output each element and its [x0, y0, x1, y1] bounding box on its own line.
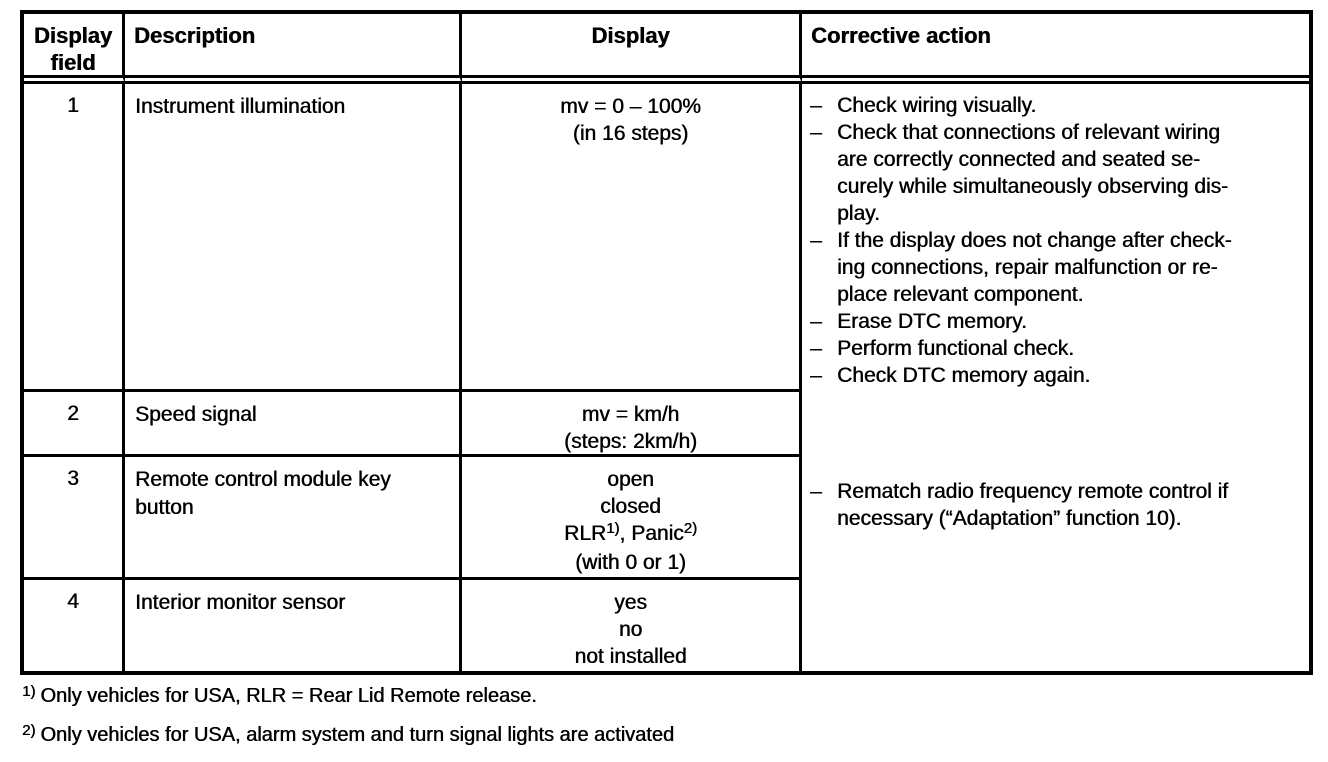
corrective-item-1: – Check wiring visually.	[810, 92, 1303, 119]
header-description-label: Description	[134, 23, 256, 48]
row-3-display-line-2: closed	[600, 495, 661, 518]
row-3-display-line-4: (with 0 or 1)	[575, 551, 686, 574]
corrective-item-6-text: Check DTC memory again.	[837, 362, 1303, 389]
row-3-display: open closed RLR1), Panic2) (with 0 or 1)	[462, 457, 802, 580]
dash-bullet: –	[810, 480, 822, 503]
header-display: Display	[462, 14, 802, 84]
corrective-line: Check wiring visually.	[837, 94, 1037, 117]
row-2-description: Speed signal	[125, 392, 462, 457]
row-2-description-line: Speed signal	[135, 403, 257, 426]
row-3-rlr-label: RLR	[564, 522, 607, 545]
diagnostic-display-table: Display field Description Display Correc…	[20, 10, 1313, 675]
row-2-display-line-2: (steps: 2km/h)	[563, 430, 698, 453]
row-2-field-number: 2	[24, 392, 125, 457]
row-3-field-number: 3	[24, 457, 125, 580]
corrective-item-7-text: Rematch radio frequency remote control i…	[837, 478, 1303, 532]
corrective-line: play.	[837, 202, 880, 225]
row-2-number: 2	[67, 402, 79, 425]
corrective-item-3: – If the display does not change after c…	[810, 227, 1303, 308]
row-3-panic-label: , Panic	[619, 522, 684, 545]
footnote-2: 2)Only vehicles for USA, alarm system an…	[22, 722, 1302, 749]
row-4-description-line: Interior monitor sensor	[135, 591, 346, 614]
corrective-line: If the display does not change after che…	[837, 229, 1232, 252]
corrective-item-7: – Rematch radio frequency remote control…	[810, 478, 1303, 532]
corrective-item-2-text: Check that connections of relevant wirin…	[837, 119, 1303, 227]
footnote-1: 1)Only vehicles for USA, RLR = Rear Lid …	[22, 683, 1302, 710]
footnote-2-superscript: 2)	[22, 722, 36, 739]
footnote-2-marker: 2)	[683, 520, 697, 537]
corrective-item-1-text: Check wiring visually.	[837, 92, 1303, 119]
footnotes: 1)Only vehicles for USA, RLR = Rear Lid …	[22, 683, 1302, 762]
corrective-item-2: – Check that connections of relevant wir…	[810, 119, 1303, 227]
corrective-line: necessary (“Adaptation” function 10).	[837, 507, 1182, 530]
corrective-line: are correctly connected and seated se-	[837, 148, 1201, 171]
corrective-line: curely while simultaneously observing di…	[837, 175, 1229, 198]
footnote-1-text: Only vehicles for USA, RLR = Rear Lid Re…	[40, 685, 537, 707]
header-display-field-line1: Display	[33, 23, 113, 48]
corrective-line: Erase DTC memory.	[837, 310, 1027, 333]
corrective-line: ing connections, repair malfunction or r…	[837, 256, 1218, 279]
row-4-display-line-3: not installed	[574, 645, 687, 668]
row-1-description-line: Instrument illumination	[135, 95, 346, 118]
header-display-field-line2: field	[50, 50, 96, 75]
row-4-display: yes no not installed	[462, 580, 802, 671]
dash-bullet: –	[810, 337, 822, 360]
corrective-item-4: – Erase DTC memory.	[810, 308, 1303, 335]
row-4-display-line-2: no	[618, 618, 643, 641]
row-1-field-number: 1	[24, 84, 125, 392]
corrective-item-6: – Check DTC memory again.	[810, 362, 1303, 389]
row-3-description-line-1: Remote control module key	[135, 468, 391, 491]
dash-bullet: –	[810, 94, 822, 117]
row-3-description: Remote control module key button	[125, 457, 462, 580]
corrective-line: Rematch radio frequency remote control i…	[837, 480, 1229, 503]
header-display-field: Display field	[24, 14, 125, 84]
header-description: Description	[125, 14, 462, 84]
corrective-line: Perform functional check.	[837, 337, 1074, 360]
corrective-action-cell: – Check wiring visually. – Check that co…	[802, 84, 1309, 671]
row-1-description: Instrument illumination	[125, 84, 462, 392]
row-1-display-line-2: (in 16 steps)	[572, 122, 689, 145]
header-corrective-action: Corrective action	[802, 14, 1309, 84]
corrective-item-3-text: If the display does not change after che…	[837, 227, 1303, 308]
corrective-line: Check DTC memory again.	[837, 364, 1091, 387]
header-display-label: Display	[591, 23, 670, 48]
corrective-line: Check that connections of relevant wirin…	[837, 121, 1220, 144]
row-4-field-number: 4	[24, 580, 125, 671]
row-4-description: Interior monitor sensor	[125, 580, 462, 671]
dash-bullet: –	[810, 310, 822, 333]
corrective-item-5-text: Perform functional check.	[837, 335, 1303, 362]
corrective-line: place relevant component.	[837, 283, 1084, 306]
footnote-1-superscript: 1)	[22, 683, 36, 700]
row-3-display-line-1: open	[607, 468, 654, 491]
row-4-number: 4	[67, 590, 79, 613]
row-1-display: mv = 0 – 100% (in 16 steps)	[462, 84, 802, 392]
footnote-2-text: Only vehicles for USA, alarm system and …	[40, 724, 674, 746]
row-3-display-line-3: RLR1), Panic2)	[462, 520, 799, 549]
dash-bullet: –	[810, 121, 822, 144]
dash-bullet: –	[810, 229, 822, 252]
corrective-item-5: – Perform functional check.	[810, 335, 1303, 362]
row-2-display: mv = km/h (steps: 2km/h)	[462, 392, 802, 457]
row-1-display-line-1: mv = 0 – 100%	[560, 95, 701, 118]
row-4-display-line-1: yes	[614, 591, 647, 614]
footnote-1-marker: 1)	[606, 520, 620, 537]
dash-bullet: –	[810, 364, 822, 387]
row-2-display-line-1: mv = km/h	[581, 403, 680, 426]
header-corrective-action-label: Corrective action	[811, 23, 991, 48]
row-3-number: 3	[67, 467, 79, 490]
row-3-description-line-2: button	[135, 496, 194, 519]
corrective-item-4-text: Erase DTC memory.	[837, 308, 1303, 335]
row-1-number: 1	[67, 94, 79, 117]
